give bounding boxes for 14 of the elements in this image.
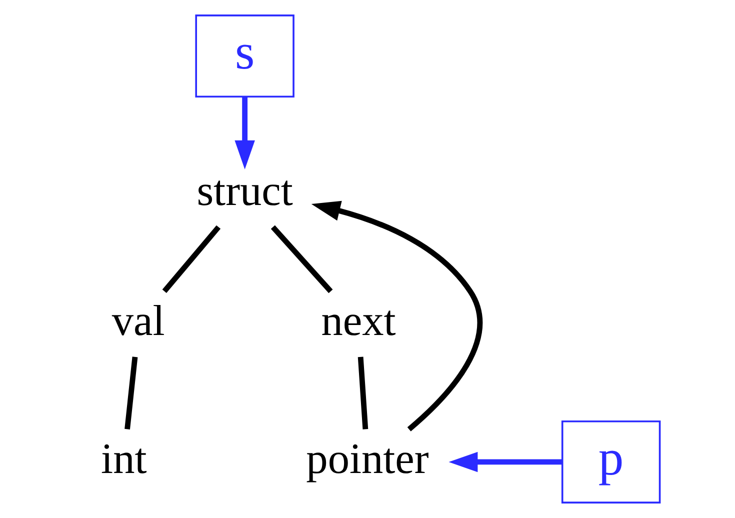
connector xyxy=(358,356,368,430)
node-text: pointer xyxy=(306,435,429,484)
arrow xyxy=(448,452,562,472)
connector xyxy=(162,225,221,294)
connector xyxy=(270,225,333,294)
node-box: s xyxy=(195,14,294,98)
arrow xyxy=(234,96,255,170)
node-text: next xyxy=(321,297,396,346)
arrow xyxy=(311,200,482,432)
node-text: struct xyxy=(196,167,293,216)
node-text: int xyxy=(101,435,147,484)
node-text: val xyxy=(112,297,165,346)
connector xyxy=(124,356,138,430)
node-box: p xyxy=(561,420,661,504)
